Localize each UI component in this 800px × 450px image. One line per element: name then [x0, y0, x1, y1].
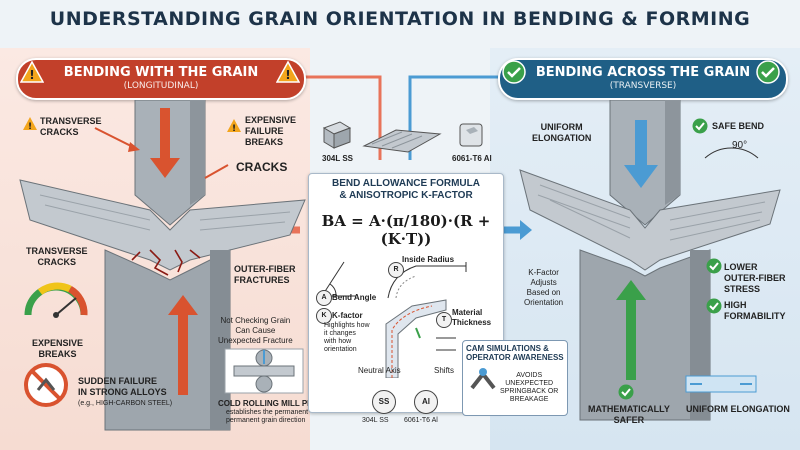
r-tag: R: [388, 262, 404, 278]
t-tag: T: [436, 312, 452, 328]
bottom-left-sample: 304L SS: [362, 417, 389, 424]
cam-desc: AVOIDS UNEXPECTED SPRINGBACK OR BREAKAGE: [500, 372, 559, 403]
sample-illustration: [322, 121, 483, 153]
label-expensive-breaks: EXPENSIVE BREAKS: [32, 338, 84, 359]
check-icon: [756, 60, 780, 84]
label-transverse-cracks-top: TRANSVERSE CRACKS: [40, 116, 102, 137]
svg-text:!: !: [232, 124, 236, 133]
label-cracks: CRACKS: [236, 160, 288, 174]
bend-angle-label: Bend Angle: [332, 293, 377, 302]
k-factor-desc: Highlights how it changes with how orien…: [324, 322, 370, 353]
cam-bend-icon: [470, 368, 496, 390]
label-safe-bend: SAFE BEND: [712, 121, 765, 131]
sample-right-label: 6061-T6 Al: [452, 154, 492, 163]
sample-left-label: 304L SS: [322, 154, 353, 163]
banner-with-grain: BENDING WITH THE GRAIN (LONGITUDINAL): [16, 58, 306, 100]
formula-heading: BEND ALLOWANCE FORMULA & ANISOTROPIC K-F…: [332, 178, 480, 201]
k-tag: K: [316, 308, 332, 324]
label-outer-fiber-fractures: OUTER-FIBER FRACTURES: [234, 264, 296, 285]
warning-icon: !: [20, 61, 44, 83]
label-sudden-failure-sub: (e.g., HIGH-CARBON STEEL): [78, 400, 173, 407]
svg-text:!: !: [285, 68, 290, 82]
ss-tag: SS: [372, 390, 396, 414]
k-factor-label: K-factor: [332, 311, 363, 320]
label-mathematically-safer: MATHEMATICALLY SAFER: [588, 404, 670, 425]
banner-across-grain: BENDING ACROSS THE GRAIN (TRANSVERSE): [498, 58, 788, 100]
check-icon: [618, 384, 634, 400]
warning-icon: !: [227, 119, 241, 133]
svg-text:!: !: [28, 122, 32, 131]
inside-radius-label: Inside Radius: [402, 255, 455, 264]
check-icon: [502, 60, 526, 84]
label-uniform-elongation-top: UNIFORM ELONGATION: [532, 122, 592, 143]
cold-rolling-illustration: [224, 348, 304, 394]
label-sudden-failure: SUDDEN FAILURE IN STRONG ALLOYS: [78, 376, 167, 397]
bend-allowance-formula: BA = A·(π/180)·(R + (K·T)): [321, 212, 491, 248]
label-not-checking-grain: Not Checking Grain Can Cause Unexpected …: [218, 316, 293, 345]
thickness-label: Material Thickness: [452, 308, 492, 327]
neutral-axis-label: Neutral Axis: [358, 366, 401, 375]
banner-with-grain-sub: (LONGITUDINAL): [123, 81, 199, 91]
cam-title: CAM SIMULATIONS & OPERATOR AWARENESS: [466, 344, 564, 362]
banner-across-grain-sub: (TRANSVERSE): [609, 81, 677, 91]
label-cold-rolling-sub: establishes the permanent permanent grai…: [226, 409, 309, 424]
label-expensive-failure: EXPENSIVE FAILURE BREAKS: [245, 115, 297, 147]
page-title: UNDERSTANDING GRAIN ORIENTATION IN BENDI…: [49, 8, 751, 30]
label-cold-rolling: COLD ROLLING MILL PROCESS: [218, 399, 341, 408]
right-bending-illustration: [519, 100, 781, 421]
a-tag: A: [316, 290, 332, 306]
label-transverse-cracks-mid: TRANSVERSE CRACKS: [26, 246, 88, 267]
banner-across-grain-title: BENDING ACROSS THE GRAIN: [535, 65, 751, 80]
label-k-factor-adjusts: K-Factor Adjusts Based on Orientation: [524, 268, 564, 307]
check-icon: [692, 118, 708, 134]
left-bending-illustration: [19, 100, 306, 431]
shifts-label: Shifts: [434, 366, 455, 375]
warning-icon: !: [23, 117, 37, 131]
label-uniform-elongation-bottom: UNIFORM ELONGATION: [686, 404, 790, 414]
label-lower-outer-fiber: LOWER OUTER-FIBER STRESS: [724, 262, 786, 294]
warning-icon: !: [276, 61, 300, 83]
label-angle: 90°: [732, 140, 748, 151]
al-tag: Al: [414, 390, 438, 414]
bottom-right-sample: 6061-T6 Al: [404, 417, 438, 424]
label-high-formability: HIGH FORMABILITY: [724, 300, 786, 321]
svg-text:!: !: [29, 68, 34, 82]
banner-with-grain-title: BENDING WITH THE GRAIN: [63, 65, 259, 80]
check-icon: [706, 258, 722, 274]
check-icon: [706, 298, 722, 314]
